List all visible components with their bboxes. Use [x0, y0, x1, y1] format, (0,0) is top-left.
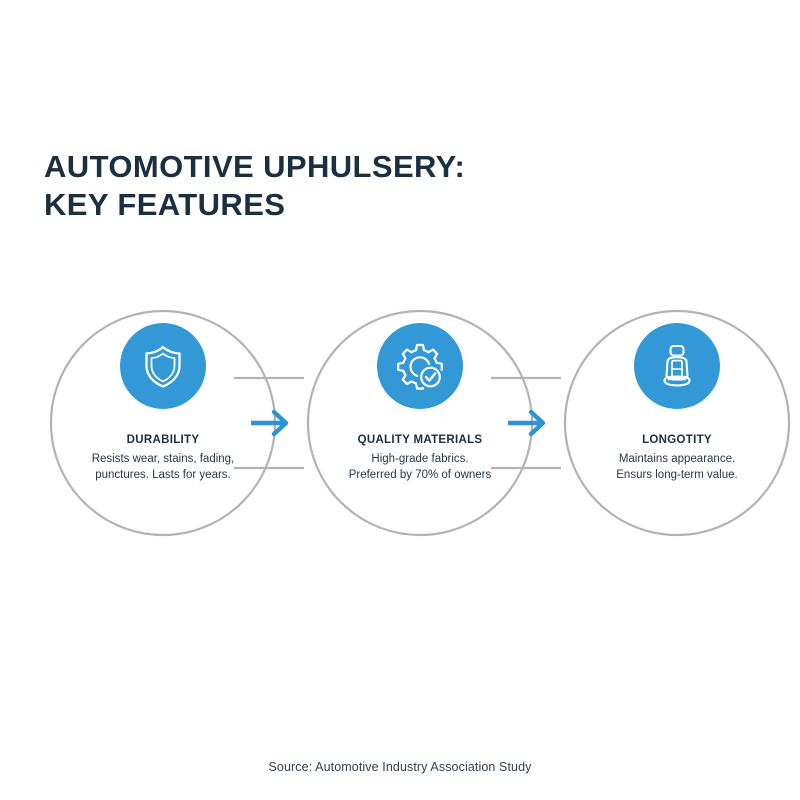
node-desc-line-2: Preferred by 70% of owners: [348, 469, 492, 481]
node-desc-line-2: Ensurs long-term value.: [616, 469, 738, 481]
page-title: AUTOMOTIVE UPHULSERY: KEY FEATURES: [44, 148, 664, 224]
flow-node-longevity[interactable]: LONGOTITY Maintains appearance. Ensurs l…: [562, 308, 792, 538]
page-title-line-1: AUTOMOTIVE UPHULSERY:: [44, 149, 466, 184]
gear-check-icon-badge: [377, 323, 463, 409]
connector-lines-and-arrow: [491, 376, 561, 470]
shield-icon-badge: [120, 323, 206, 409]
gear-check-icon: [397, 343, 443, 390]
source-footer: Source: Automotive Industry Association …: [0, 758, 800, 776]
source-text: Source: Automotive Industry Association …: [268, 760, 532, 774]
car-seat-icon: [663, 344, 691, 387]
node-heading: QUALITY MATERIALS: [357, 434, 483, 446]
node-text-quality-materials: QUALITY MATERIALS High-grade fabrics. Pr…: [305, 432, 535, 483]
flow-node-quality-materials[interactable]: QUALITY MATERIALS High-grade fabrics. Pr…: [305, 308, 535, 538]
shield-icon: [145, 345, 181, 388]
car-seat-icon-badge: [634, 323, 720, 409]
node-heading: LONGOTITY: [642, 434, 712, 446]
arrow-right-icon: [251, 409, 289, 437]
connector-1: [234, 308, 304, 538]
node-desc-line-1: High-grade fabrics.: [371, 453, 469, 465]
connector-lines-and-arrow: [234, 376, 304, 470]
arrow-right-icon: [508, 409, 546, 437]
node-desc-line-1: Resists wear, stains, fading,: [91, 453, 235, 465]
process-flow-diagram: DURABILITY Resists wear, stains, fading,…: [0, 308, 800, 540]
connector-2: [491, 308, 561, 538]
page-title-line-2: KEY FEATURES: [44, 187, 286, 222]
node-desc-line-2: punctures. Lasts for years.: [95, 469, 231, 481]
node-outline-circle: [563, 309, 791, 537]
node-heading: DURABILITY: [126, 434, 200, 446]
node-text-durability: DURABILITY Resists wear, stains, fading,…: [48, 432, 278, 483]
flow-node-durability[interactable]: DURABILITY Resists wear, stains, fading,…: [48, 308, 278, 538]
node-text-longevity: LONGOTITY Maintains appearance. Ensurs l…: [562, 432, 792, 483]
node-desc-line-1: Maintains appearance.: [618, 453, 736, 465]
